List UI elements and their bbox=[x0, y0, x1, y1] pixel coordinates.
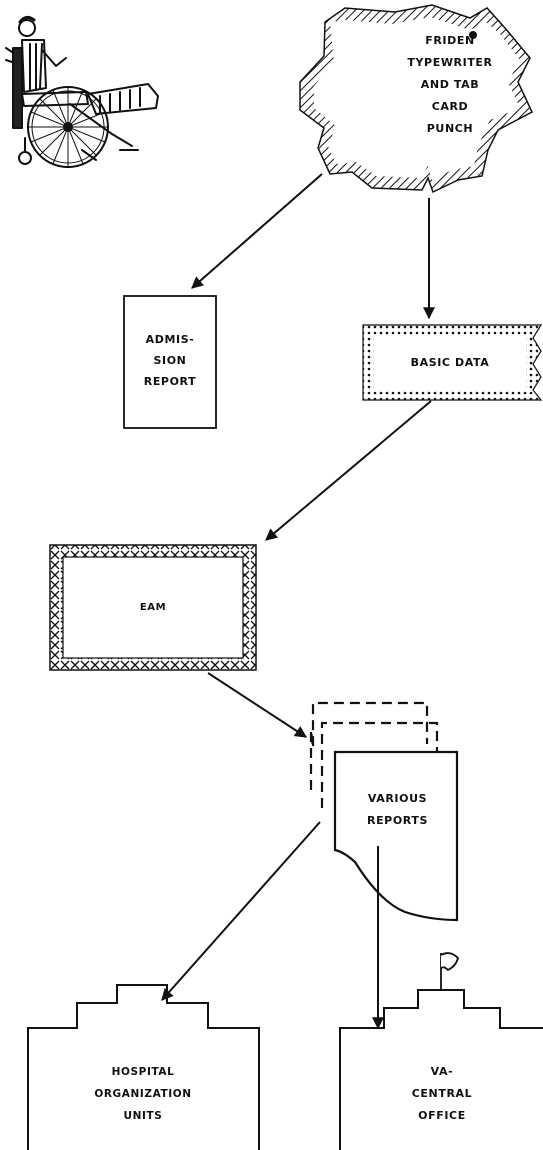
va-central-office-building bbox=[339, 989, 543, 1150]
arrow-reports-to-hospital bbox=[161, 821, 321, 1001]
flow-arrows bbox=[161, 173, 435, 1030]
hospital-building bbox=[27, 984, 260, 1150]
admission-report-label: ADMIS- SION REPORT bbox=[143, 333, 197, 388]
eam-label: EAM bbox=[139, 602, 167, 613]
hospital-units-label: HOSPITAL ORGANIZATION UNITS bbox=[94, 1066, 192, 1122]
admission-report-page bbox=[123, 295, 217, 429]
friden-label: FRIDEN TYPEWRITER AND TAB CARD PUNCH bbox=[407, 34, 493, 135]
eam-box bbox=[49, 544, 257, 671]
various-reports-stack bbox=[309, 701, 459, 922]
flag-icon bbox=[440, 952, 459, 990]
arrow-basic-data-to-eam bbox=[265, 400, 432, 541]
va-central-office-label: VA- CENTRAL OFFICE bbox=[411, 1065, 473, 1122]
wheelchair-patient-icon bbox=[5, 15, 159, 168]
arrow-eam-to-reports bbox=[207, 672, 308, 738]
various-reports-label: VARIOUS REPORTS bbox=[367, 792, 428, 827]
basic-data-card bbox=[362, 324, 543, 401]
arrow-friden-to-admission bbox=[191, 173, 323, 289]
friden-typewriter-shape bbox=[299, 4, 533, 194]
basic-data-label: BASIC DATA bbox=[410, 356, 490, 369]
